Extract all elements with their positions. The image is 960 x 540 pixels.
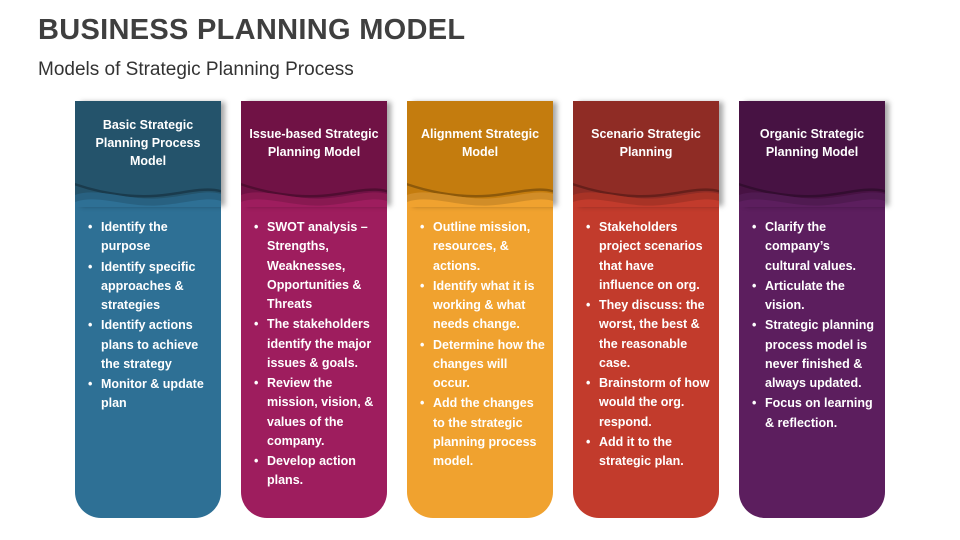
- column-body: Stakeholders project scenarios that have…: [573, 207, 719, 518]
- bullet-list: Outline mission, resources, & actions.Id…: [419, 218, 545, 471]
- bullet-item: Clarify the company’s cultural values.: [751, 218, 877, 276]
- bullet-item: Identify actions plans to achieve the st…: [87, 316, 213, 374]
- bullet-item: Stakeholders project scenarios that have…: [585, 218, 711, 295]
- bullet-item: Focus on learning & reflection.: [751, 394, 877, 433]
- wave-divider-shape: [573, 183, 719, 207]
- bullet-item: Monitor & update plan: [87, 375, 213, 414]
- bullet-item: The stakeholders identify the major issu…: [253, 315, 379, 373]
- bullet-list: Identify the purposeIdentify specific ap…: [87, 218, 213, 414]
- bullet-item: SWOT analysis – Strengths, Weaknesses, O…: [253, 218, 379, 314]
- model-columns-container: Basic Strategic Planning Process Model I…: [75, 101, 885, 518]
- bullet-item: Review the mission, vision, & values of …: [253, 374, 379, 451]
- model-column: Issue-based Strategic Planning Model SWO…: [241, 101, 387, 518]
- bullet-item: Add it to the strategic plan.: [585, 433, 711, 472]
- column-header: Scenario Strategic Planning: [573, 101, 719, 207]
- bullet-list: SWOT analysis – Strengths, Weaknesses, O…: [253, 218, 379, 491]
- bullet-item: Add the changes to the strategic plannin…: [419, 394, 545, 471]
- bullet-item: Identify what it is working & what needs…: [419, 277, 545, 335]
- column-body: SWOT analysis – Strengths, Weaknesses, O…: [241, 207, 387, 518]
- column-header: Basic Strategic Planning Process Model: [75, 101, 221, 207]
- column-body: Clarify the company’s cultural values.Ar…: [739, 207, 885, 518]
- wave-divider-shape: [407, 183, 553, 207]
- column-header: Issue-based Strategic Planning Model: [241, 101, 387, 207]
- column-title: Alignment Strategic Model: [420, 126, 540, 159]
- bullet-item: Brainstorm of how would the org. respond…: [585, 374, 711, 432]
- column-body: Outline mission, resources, & actions.Id…: [407, 207, 553, 518]
- bullet-item: Determine how the changes will occur.: [419, 336, 545, 394]
- slide-title: BUSINESS PLANNING MODEL: [38, 14, 466, 46]
- column-body: Identify the purposeIdentify specific ap…: [75, 207, 221, 518]
- wave-divider-shape: [241, 183, 387, 207]
- model-column: Organic Strategic Planning Model Clarify…: [739, 101, 885, 518]
- bullet-item: Outline mission, resources, & actions.: [419, 218, 545, 276]
- wave-divider-shape: [75, 183, 221, 207]
- bullet-item: Identify specific approaches & strategie…: [87, 258, 213, 316]
- wave-divider-shape: [739, 183, 885, 207]
- model-column: Basic Strategic Planning Process Model I…: [75, 101, 221, 518]
- bullet-item: They discuss: the worst, the best & the …: [585, 296, 711, 373]
- column-header: Alignment Strategic Model: [407, 101, 553, 207]
- model-column: Alignment Strategic Model Outline missio…: [407, 101, 553, 518]
- bullet-item: Identify the purpose: [87, 218, 213, 257]
- bullet-list: Stakeholders project scenarios that have…: [585, 218, 711, 471]
- column-title: Organic Strategic Planning Model: [759, 126, 865, 159]
- slide-subtitle: Models of Strategic Planning Process: [38, 59, 354, 80]
- bullet-list: Clarify the company’s cultural values.Ar…: [751, 218, 877, 433]
- column-title: Scenario Strategic Planning: [591, 126, 701, 159]
- bullet-item: Articulate the vision.: [751, 277, 877, 316]
- column-title: Basic Strategic Planning Process Model: [95, 117, 201, 169]
- model-column: Scenario Strategic Planning Stakeholders…: [573, 101, 719, 518]
- bullet-item: Develop action plans.: [253, 452, 379, 491]
- bullet-item: Strategic planning process model is neve…: [751, 316, 877, 393]
- column-title: Issue-based Strategic Planning Model: [249, 126, 379, 159]
- column-header: Organic Strategic Planning Model: [739, 101, 885, 207]
